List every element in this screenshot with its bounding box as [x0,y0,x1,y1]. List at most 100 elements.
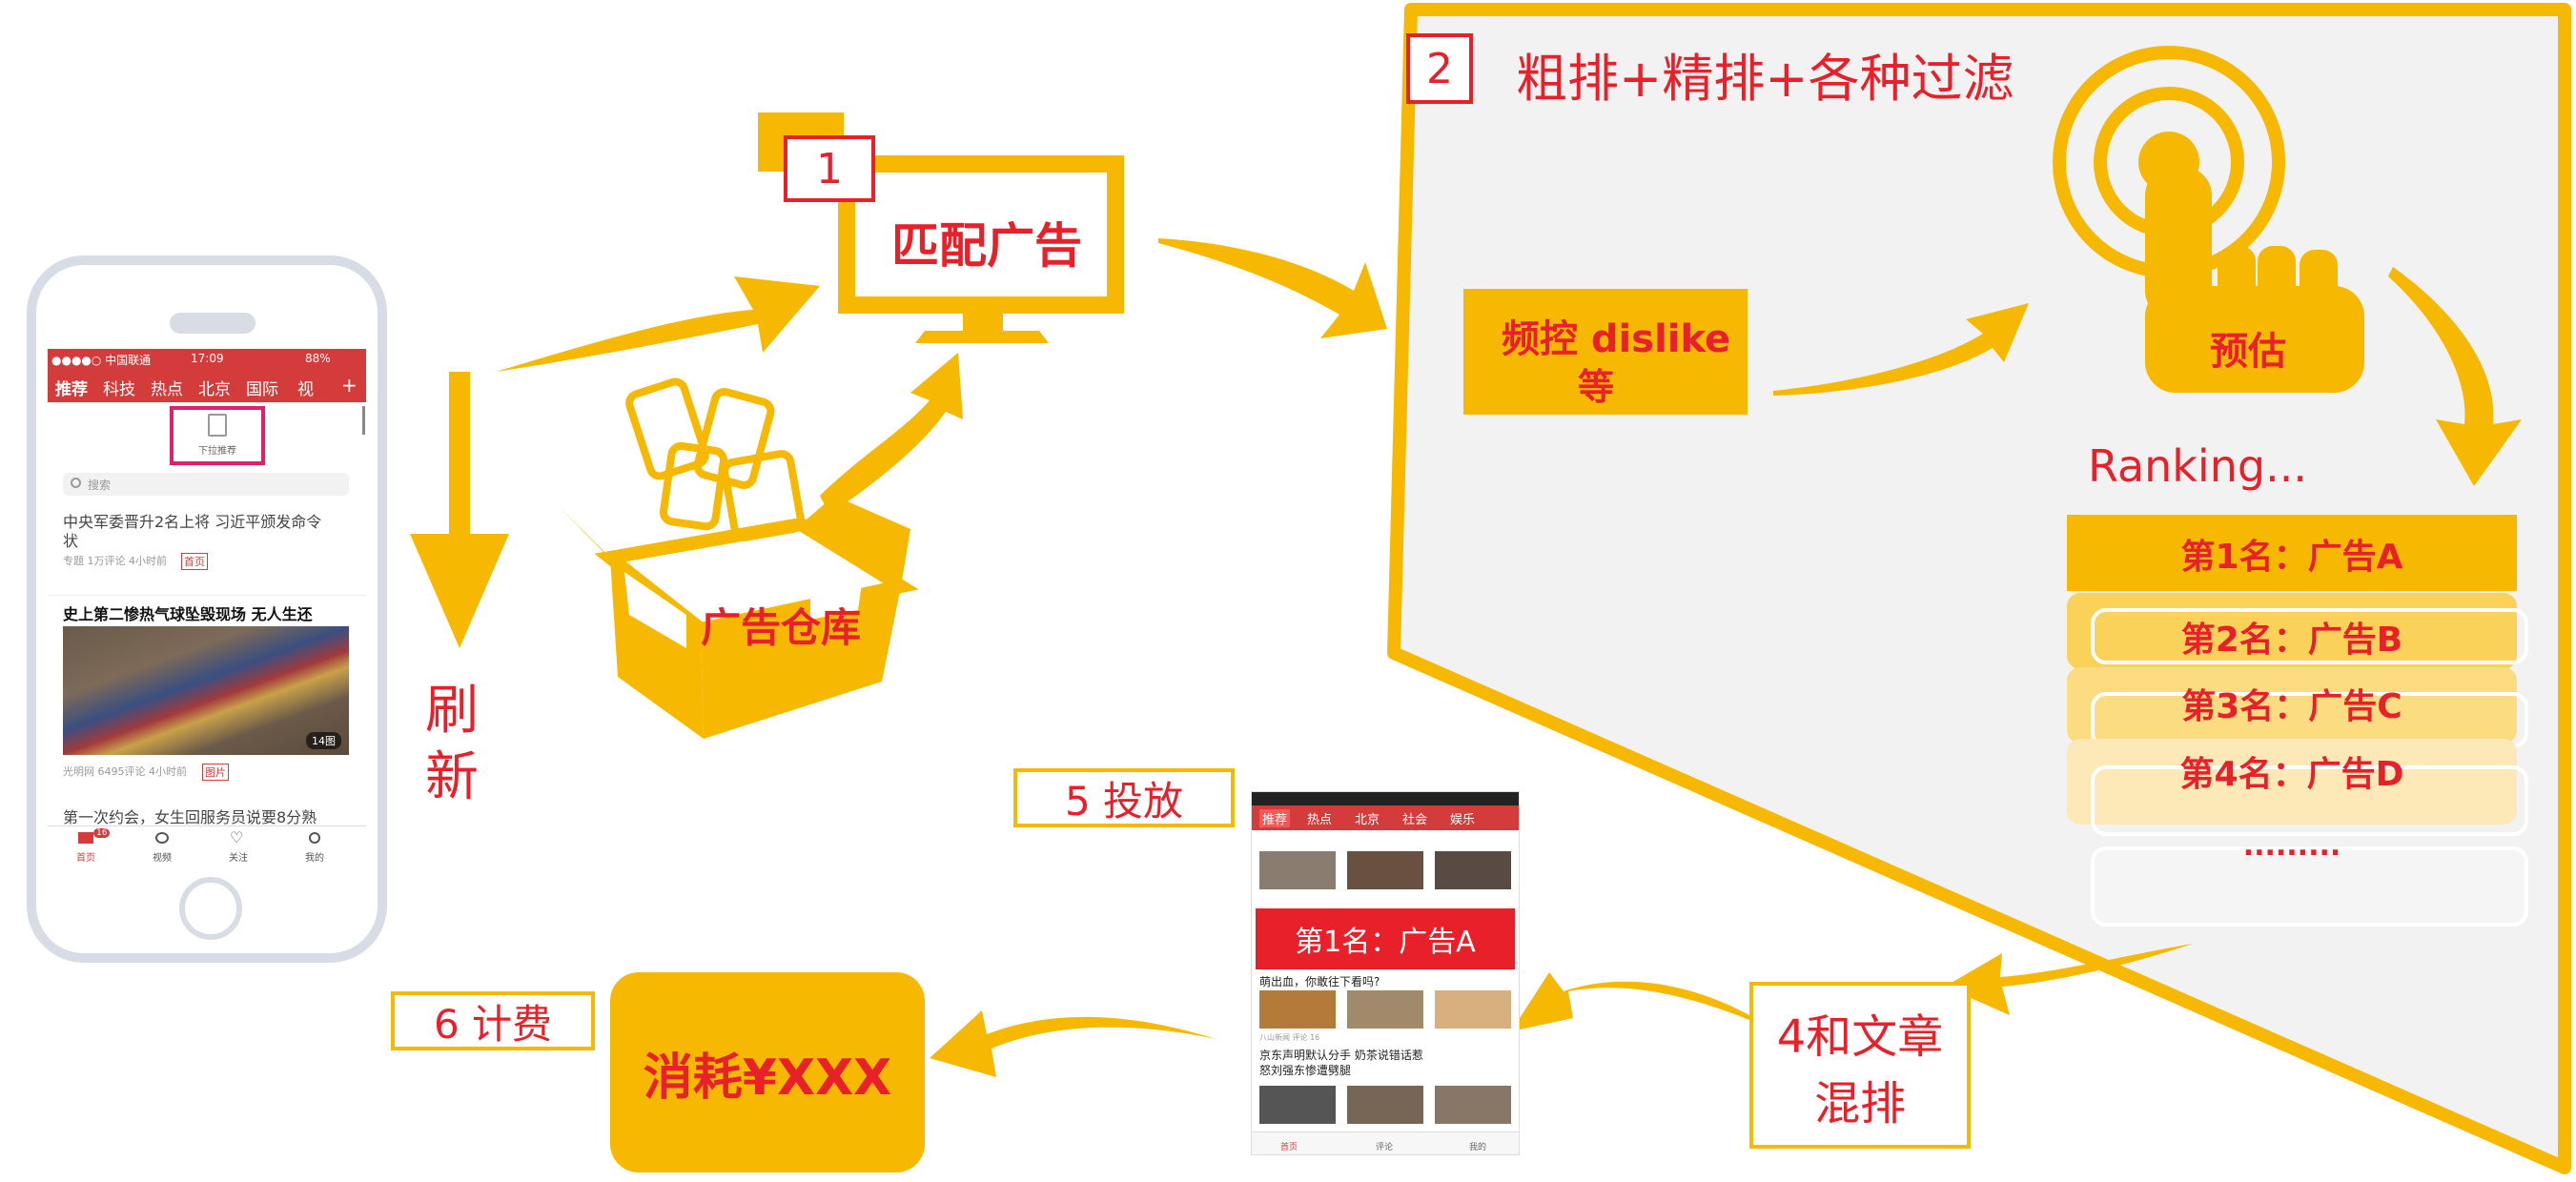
feed-nav-mine[interactable]: 我的 [1469,1143,1487,1152]
news-item-1[interactable]: 中央军委晋升2名上将 习近平颁发命令 状 专题 1万评论 4小时前 首页 [48,503,366,589]
news2-count: 14图 [306,732,341,749]
pull-refresh-box[interactable]: 下拉推荐 [170,406,265,465]
nav-mine[interactable]: 我的 [286,828,343,866]
tab-recommend[interactable]: 推荐 [55,380,88,399]
balloon-photo: 14图 [63,626,349,755]
phone-home-button[interactable] [179,877,242,940]
cost-box: 消耗¥XXX [610,972,925,1172]
display-to-cost-arrow [930,1010,1216,1077]
news1-tag: 首页 [181,553,208,570]
news1-meta: 专题 1万评论 4小时前 [63,555,167,567]
feed-news2[interactable]: 京东声明默认分手 奶茶说错话惹怒刘强东惨遭劈腿 [1259,1049,1423,1077]
home-icon [78,832,93,844]
left-phone: ●●●●○ 中国联通 17:09 88% 推荐 科技 热点 北京 国际 视 + … [27,255,387,963]
feed-status-bar [1252,792,1519,805]
filter-box: 频控 dislike 等 [1463,289,1748,415]
thumb-3 [1435,851,1511,889]
feed-tab-recommend[interactable]: 推荐 [1259,809,1291,827]
news2-tag: 图片 [202,764,229,781]
thumb-7 [1259,1086,1336,1124]
feed-tab-hot[interactable]: 热点 [1307,813,1333,827]
ranking-more: ......... [2242,829,2341,863]
step4-line2: 混排 [1813,1076,1906,1131]
thumb-5 [1347,990,1423,1029]
thumb-6 [1435,990,1511,1029]
tab-international[interactable]: 国际 [246,380,278,399]
search-icon [71,478,81,488]
tab-add[interactable]: + [341,374,358,397]
status-carrier: ●●●●○ 中国联通 [51,354,152,367]
ad-banner[interactable]: 第1名：广告A [1256,908,1515,969]
feed-phone-screen: 推荐 热点 北京 社会 娱乐 第1名：广告A 萌出血，你敢往下看吗? 八山新闻 … [1251,791,1520,1155]
news1-title: 中央军委晋升2名上将 习近平颁发命令 [63,513,322,531]
doc-icon [208,414,227,437]
feed-news1[interactable]: 萌出血，你敢往下看吗? [1259,975,1380,988]
ranking-item-1: 第1名：广告A [2180,538,2403,577]
news1-title-cont: 状 [63,532,79,550]
nav-follow-label: 关注 [229,853,248,864]
user-icon [309,832,320,844]
thumb-2 [1347,851,1423,889]
feed-nav-comment[interactable]: 评论 [1376,1143,1394,1152]
nav-home[interactable]: 16 首页 [57,828,114,866]
predict-to-ranking-arrow [2388,267,2522,486]
refresh-down-arrow [410,372,509,648]
feed-tab-beijing[interactable]: 北京 [1355,813,1380,827]
match-ads-label: 匹配广告 [891,218,1082,274]
warehouse-label: 广告仓库 [701,604,862,651]
feed-tab-society[interactable]: 社会 [1402,813,1428,827]
step4-box: 4和文章 混排 [1749,982,1971,1149]
nav-badge: 16 [93,828,111,838]
ranking-item-4: 第4名：广告D [2179,755,2404,794]
heart-icon: ♡ [230,828,244,846]
tab-video[interactable]: 视 [297,380,314,399]
status-battery: 88% [305,352,331,365]
warehouse-to-match-arrow [820,353,963,515]
match-to-panel-arrow [1158,238,1387,338]
ranking-title: Ranking... [2088,440,2307,492]
phone-to-match-arrow [496,276,820,372]
touch-icon-graphic [2053,46,2364,393]
step5-label: 5 投放 [1064,777,1184,825]
thumb-1 [1259,851,1336,889]
search-placeholder: 搜索 [88,479,112,492]
thumb-9 [1435,1086,1511,1124]
video-icon [155,832,169,844]
feed-tabs: 推荐 热点 北京 社会 娱乐 [1252,805,1519,830]
filter-to-predict-arrow [1773,303,2029,396]
step6-box: 6 计费 [391,991,595,1050]
nav-follow[interactable]: ♡ 关注 [210,828,267,866]
feed-news1-meta: 八山新闻 评论 16 [1259,1033,1320,1042]
feed-nav-home[interactable]: 首页 [1280,1143,1298,1152]
filter-line2: 等 [1578,366,1615,408]
ranking-list: 第1名：广告A 第2名：广告B 第3名：广告C 第4名：广告D ........… [2067,515,2517,934]
step1-number: 1 [784,135,875,202]
feed-bottom-nav: 首页 评论 我的 [1252,1131,1519,1154]
tab-hot[interactable]: 热点 [151,380,183,399]
nav-video-label: 视频 [153,853,172,864]
nav-video[interactable]: 视频 [133,828,191,866]
ad-banner-label: 第1名：广告A [1295,926,1476,959]
phone-screen: ●●●●○ 中国联通 17:09 88% 推荐 科技 热点 北京 国际 视 + … [48,349,366,868]
feed-tab-ent[interactable]: 娱乐 [1450,813,1476,827]
feed-thumbs-bottom [1259,1086,1511,1124]
ranking-bars [2067,515,2528,927]
step2-title: 粗排+精排+各种过滤 [1516,49,2014,109]
tab-beijing[interactable]: 北京 [198,380,231,399]
cost-label: 消耗¥XXX [643,1049,892,1107]
step2-number: 2 [1406,33,1473,104]
refresh-label-2: 新 [425,746,479,808]
mix-to-display-arrow [1511,972,1749,1031]
search-input[interactable]: 搜索 [63,473,349,496]
ranking-to-mix-arrow [1945,944,2193,1015]
tab-tech[interactable]: 科技 [103,380,135,399]
warehouse-box-graphic [558,377,919,739]
news3-title: 第一次约会，女生回服务员说要8分熟 [63,808,317,826]
news2-meta: 光明网 6495评论 4小时前 [63,765,187,778]
step5-box: 5 投放 [1013,768,1235,827]
status-time: 17:09 [191,352,224,365]
bottom-nav: 16 首页 视频 ♡ 关注 我的 [48,825,366,868]
news-item-2[interactable]: 史上第二惨热气球坠毁现场 无人生还 14图 光明网 6495评论 4小时前 图片 [48,595,366,795]
predict-label: 预估 [2210,330,2286,374]
channel-tabs: 推荐 科技 热点 北京 国际 视 + [48,370,366,402]
